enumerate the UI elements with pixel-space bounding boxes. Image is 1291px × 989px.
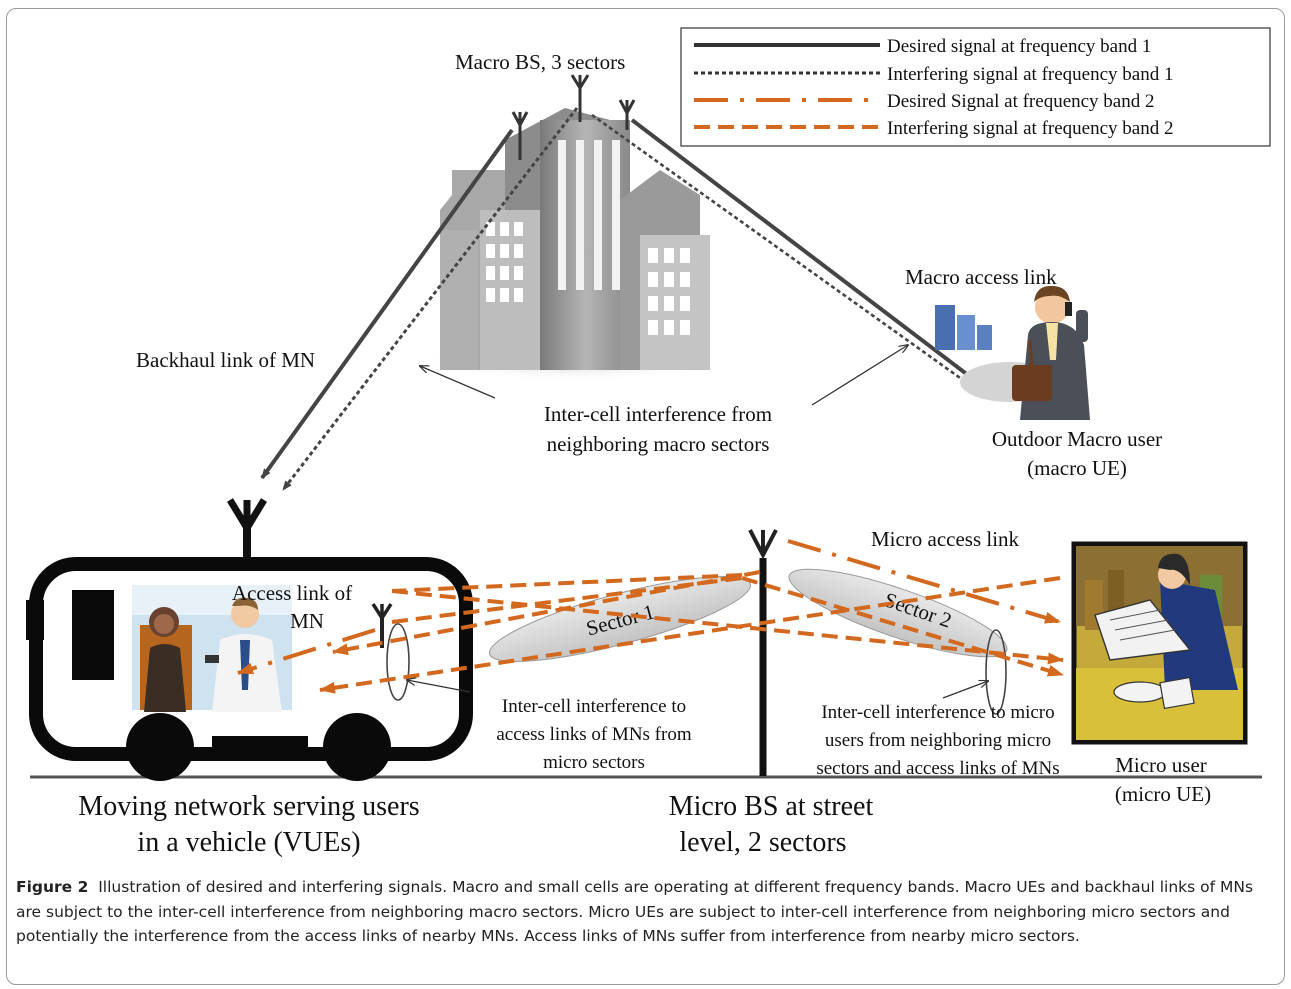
micro-interference-ring xyxy=(985,629,1007,715)
macro-bs-label: Macro BS, 3 sectors xyxy=(455,50,625,74)
caption-text: Illustration of desired and interfering … xyxy=(16,878,1254,945)
micro-user-label-2: (micro UE) xyxy=(1115,782,1211,806)
micro-user xyxy=(1071,541,1248,745)
outdoor-user-label-1: Outdoor Macro user xyxy=(992,427,1162,451)
annotation-arrow-mn-ring xyxy=(407,680,471,693)
vehicle xyxy=(26,498,473,781)
moving-network-label-1: Moving network serving users xyxy=(78,791,419,822)
moving-network-label-2: in a vehicle (VUEs) xyxy=(137,827,360,858)
sector1-to-micro-user-interference xyxy=(741,576,1064,677)
macro-access-link-label: Macro access link xyxy=(905,265,1057,289)
intercell-micro-label-1: Inter-cell interference to micro xyxy=(821,702,1054,723)
user-briefcase xyxy=(1012,365,1052,401)
mn-to-micro-user-interference xyxy=(391,589,1064,665)
macro-building xyxy=(420,108,720,382)
legend: Desired signal at frequency band 1 Inter… xyxy=(680,27,1271,147)
vehicle-door xyxy=(72,590,114,680)
access-link-mn-label-1: Access link of xyxy=(232,581,352,605)
user-head xyxy=(1035,290,1069,324)
intercell-access-label-3: micro sectors xyxy=(543,752,645,773)
annotation-arrow-right xyxy=(811,345,908,406)
backhaul-desired-signal xyxy=(260,128,514,480)
mn-access-interference-top xyxy=(391,576,743,624)
intercell-access-label-2: access links of MNs from xyxy=(496,724,691,745)
vehicle-wheel-rear xyxy=(323,713,391,781)
access-link-mn-label-2: MN xyxy=(290,609,324,633)
legend-label-1: Interfering signal at frequency band 1 xyxy=(887,64,1173,85)
legend-label-2: Desired Signal at frequency band 2 xyxy=(887,91,1155,112)
outdoor-user-label-2: (macro UE) xyxy=(1027,456,1127,480)
intercell-macro-label-2: neighboring macro sectors xyxy=(547,432,770,456)
mn-access-antenna-icon xyxy=(371,603,393,622)
mn-access-desired-signal xyxy=(237,628,376,675)
sector1-desired-top xyxy=(391,573,743,593)
vehicle-wheel-front xyxy=(126,713,194,781)
front-left-windows xyxy=(486,222,523,302)
intercell-macro-label-1: Inter-cell interference from xyxy=(544,402,772,426)
vehicle-antenna-icon xyxy=(227,498,267,535)
backhaul-link-label: Backhaul link of MN xyxy=(136,348,315,372)
intercell-micro-label-2: users from neighboring micro xyxy=(825,730,1051,751)
macro-access-desired-signal xyxy=(630,118,987,390)
mn-interference-ring xyxy=(386,623,410,701)
micro-bs-label-2: level, 2 sectors xyxy=(679,827,846,858)
micro-bs-label-1: Micro BS at street xyxy=(669,791,874,822)
figure-caption: Figure 2 Illustration of desired and int… xyxy=(16,875,1272,949)
micro-user-label-1: Micro user xyxy=(1115,753,1207,777)
sector2-to-mn-interference xyxy=(319,576,1061,694)
micro-user-body xyxy=(1160,580,1238,690)
figure-frame xyxy=(6,8,1285,985)
micro-access-link-label: Micro access link xyxy=(871,527,1020,551)
legend-label-0: Desired signal at frequency band 1 xyxy=(887,36,1151,57)
passenger-man-icon xyxy=(231,600,259,628)
front-right-windows xyxy=(648,248,690,335)
outdoor-macro-user xyxy=(935,285,1090,420)
figure-label: Figure 2 xyxy=(16,878,89,896)
sector2-lobe xyxy=(788,568,1008,658)
legend-label-3: Interfering signal at frequency band 2 xyxy=(887,118,1173,139)
annotation-arrow-left xyxy=(420,366,496,399)
macro-access-interfering-signal xyxy=(591,113,971,387)
annotation-arrow-micro-ring xyxy=(942,681,988,699)
intercell-access-label-1: Inter-cell interference to xyxy=(502,696,686,717)
micro-user-cup xyxy=(1113,681,1167,703)
micro-user-newspaper xyxy=(1094,599,1192,661)
micro-access-desired-signal xyxy=(787,539,1061,624)
macro-antennas xyxy=(511,74,636,160)
micro-bs-antenna-icon xyxy=(748,529,778,560)
backhaul-interfering-signal xyxy=(281,107,579,491)
intercell-micro-label-3: sectors and access links of MNs xyxy=(816,758,1059,779)
